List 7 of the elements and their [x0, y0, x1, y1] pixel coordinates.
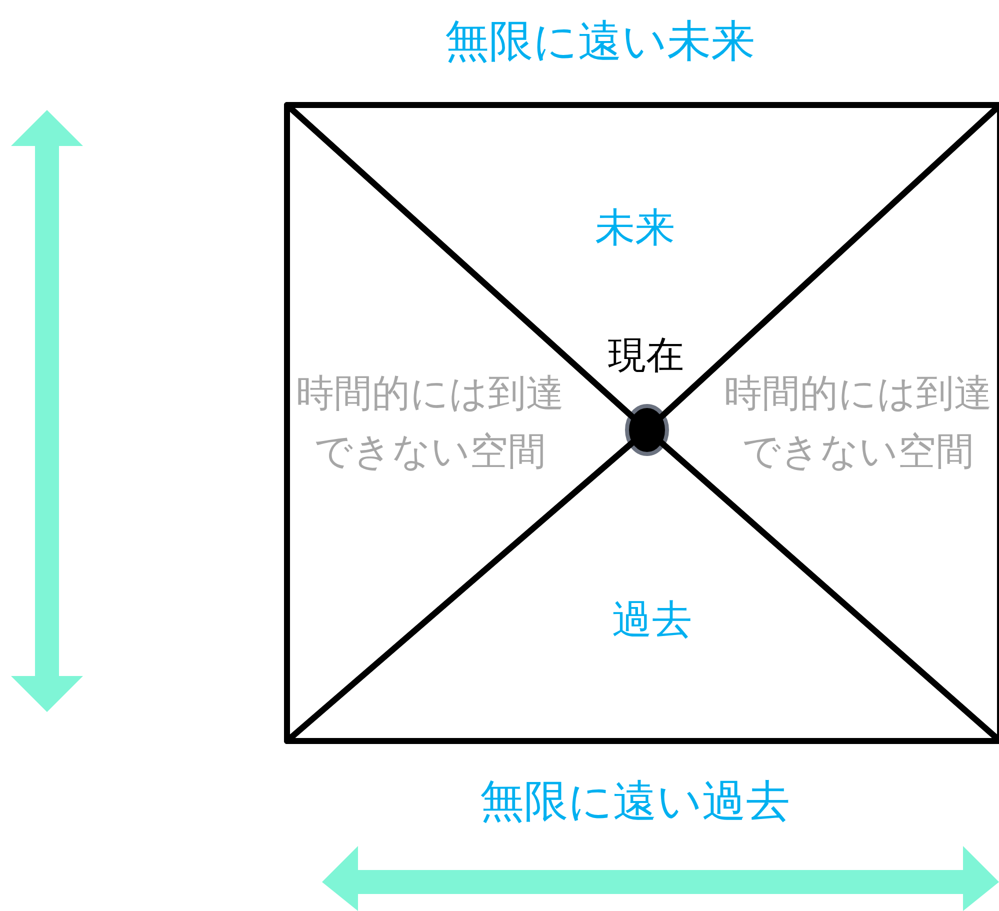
boundary-label: 無限に遠い未来 [444, 15, 756, 69]
region-label: 未来 [594, 204, 676, 253]
point-label: 現在 [608, 332, 684, 379]
region-label: 時間的には到達できない空間 [295, 370, 565, 475]
region-label: 過去 [611, 596, 693, 645]
boundary-label: 無限に遠い過去 [479, 775, 791, 829]
region-label: 時間的には到達できない空間 [723, 370, 993, 475]
